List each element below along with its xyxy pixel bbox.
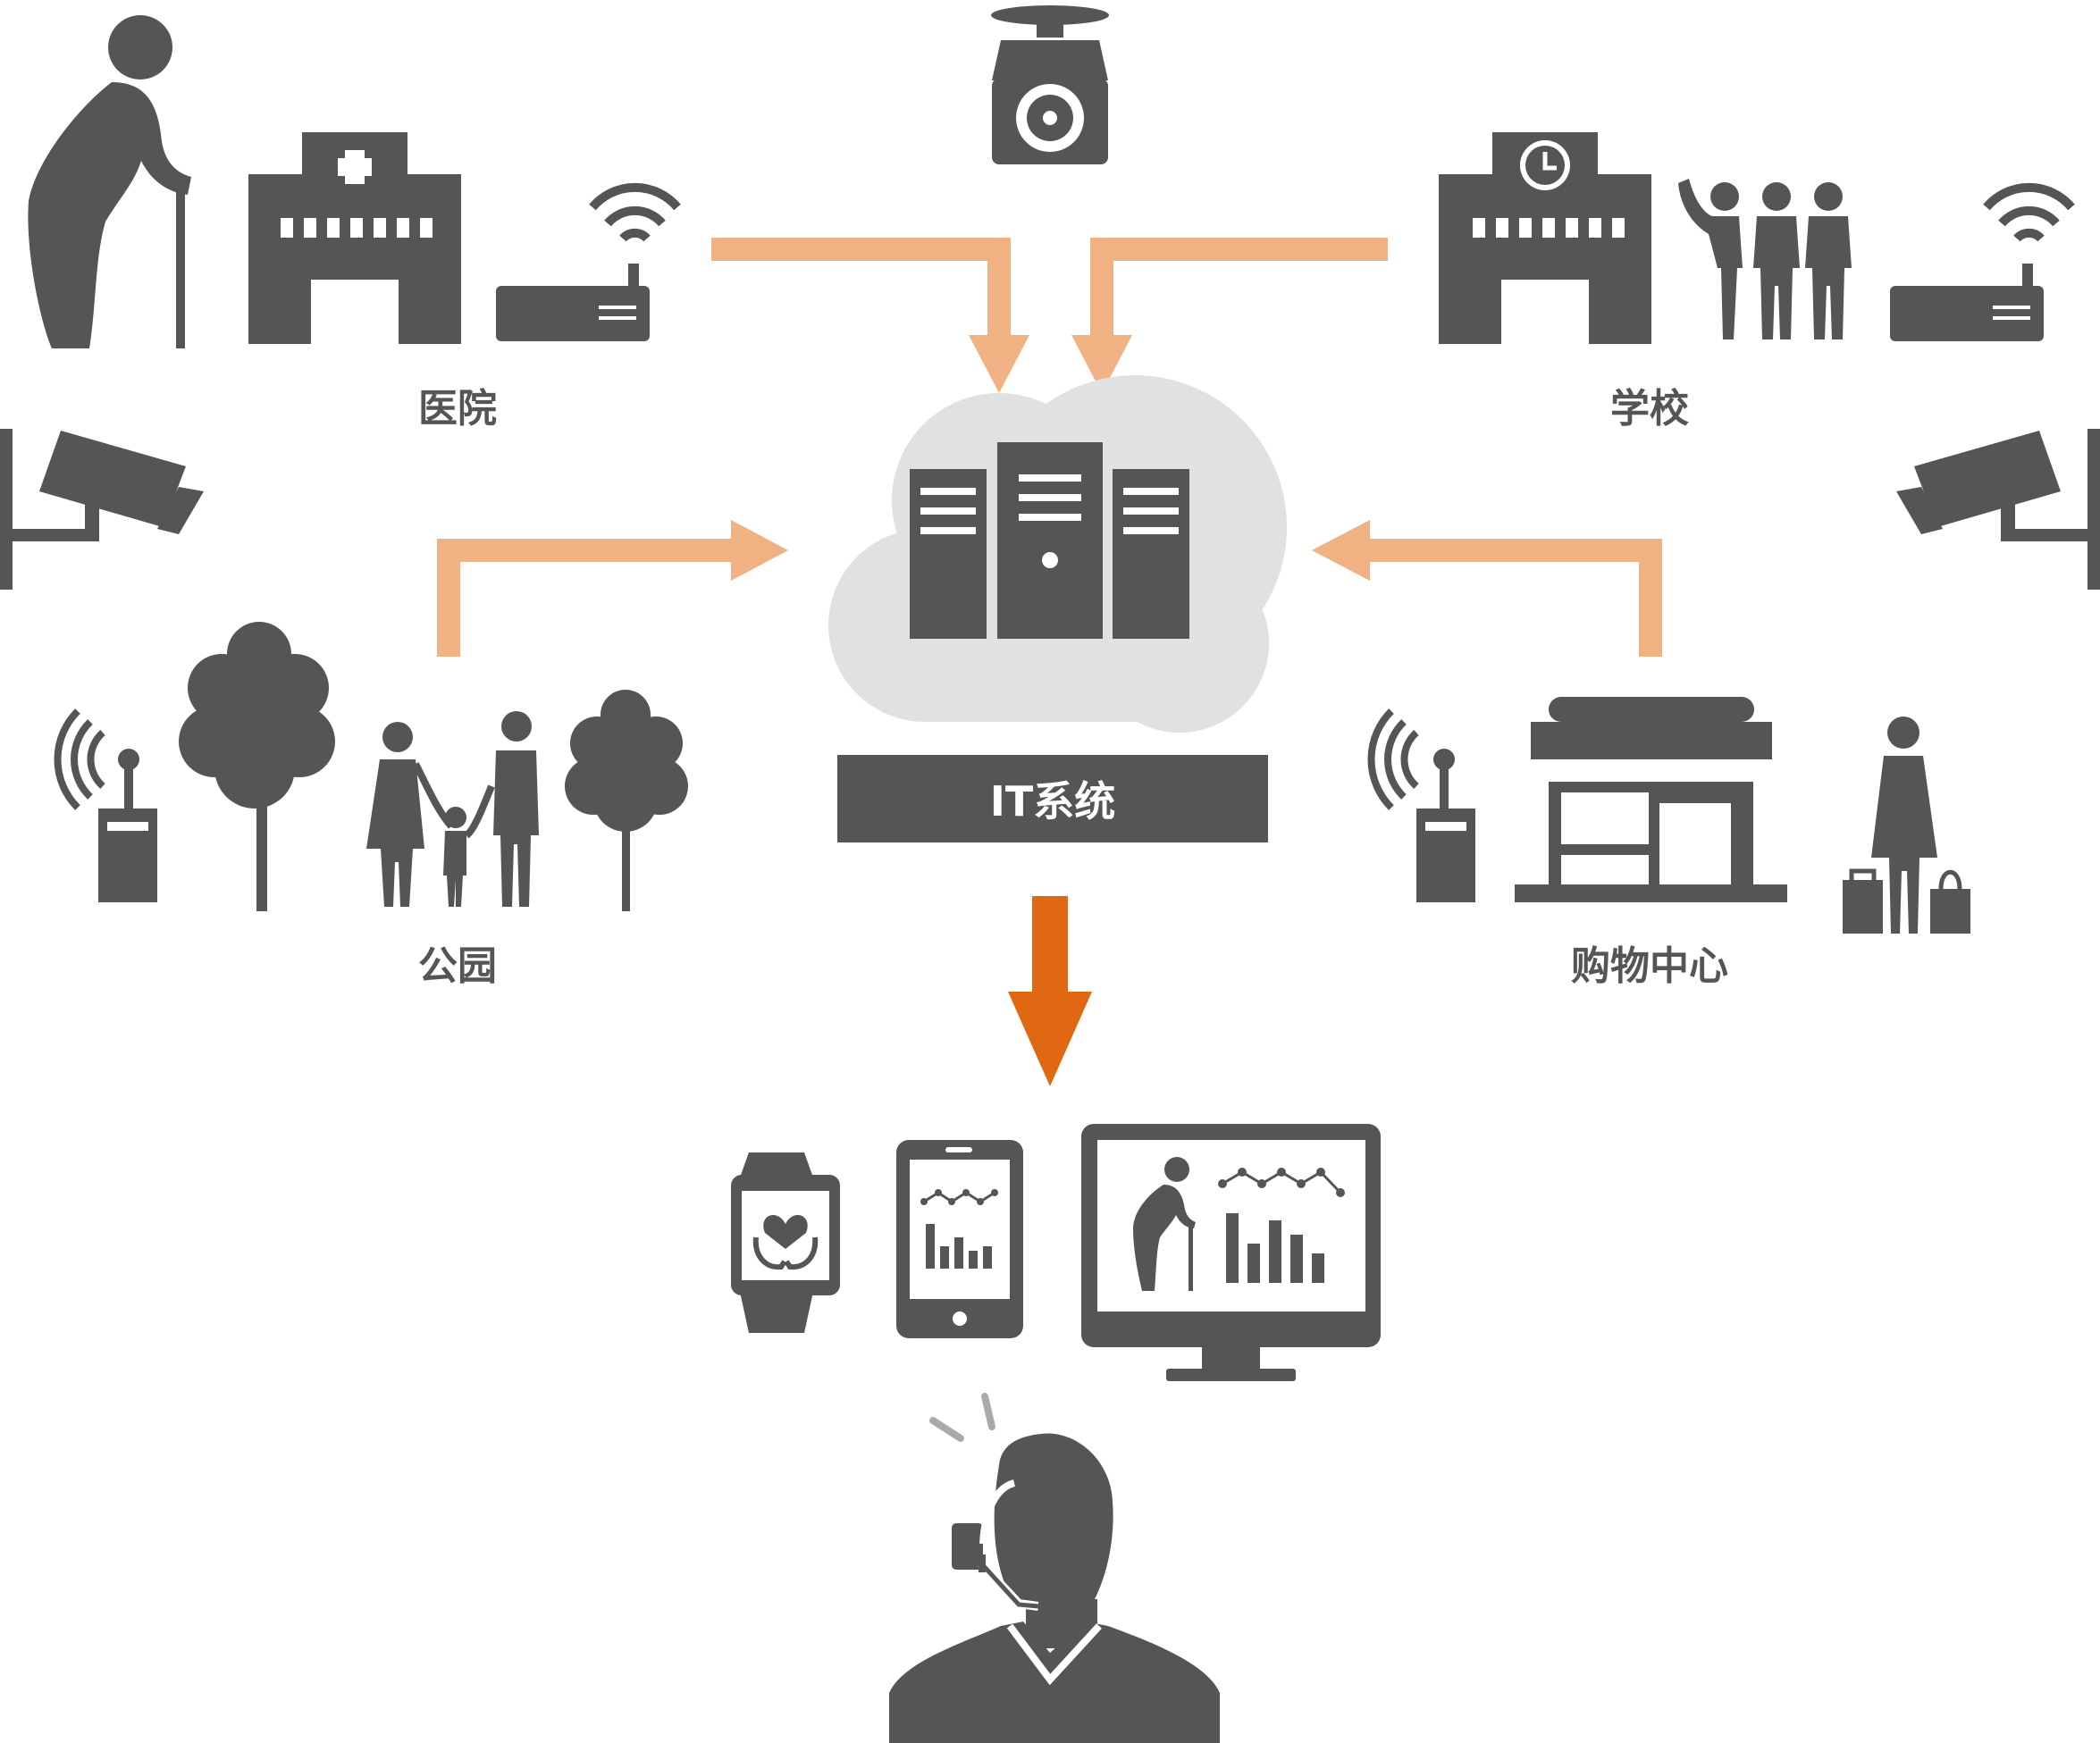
arrow-mall-to-cloud bbox=[1312, 520, 1662, 657]
smartwatch-icon bbox=[731, 1152, 840, 1333]
tree-icon-large bbox=[179, 622, 335, 911]
arrow-hospital-to-cloud bbox=[711, 238, 1029, 393]
operator-headset-icon bbox=[889, 1433, 1220, 1743]
school-building-icon bbox=[1439, 132, 1651, 344]
hospital-building-icon bbox=[248, 132, 461, 344]
family-icon bbox=[366, 711, 539, 907]
tree-icon-small bbox=[565, 690, 688, 911]
radio-sensor-icon-left bbox=[54, 708, 157, 902]
monitor-icon bbox=[1081, 1124, 1381, 1381]
shopper-icon bbox=[1843, 716, 1970, 934]
label-school: 学校 bbox=[1610, 386, 1689, 432]
elderly-person-icon bbox=[28, 15, 191, 348]
security-camera-icon-right bbox=[1896, 429, 2100, 590]
shop-storefront-icon bbox=[1515, 697, 1787, 902]
arrow-park-to-cloud bbox=[437, 520, 788, 657]
security-camera-icon-left bbox=[0, 429, 204, 590]
alert-spark-icon bbox=[929, 1393, 995, 1442]
wifi-router-icon-right bbox=[1890, 182, 2075, 341]
label-hospital: 医院 bbox=[418, 386, 497, 432]
radio-sensor-icon-right bbox=[1367, 708, 1475, 902]
smartphone-icon bbox=[896, 1140, 1023, 1338]
students-group-icon bbox=[1678, 179, 1852, 339]
label-it-system: IT系统 bbox=[989, 777, 1116, 825]
label-park: 公园 bbox=[418, 943, 497, 989]
dome-camera-icon bbox=[991, 5, 1109, 164]
server-rack-icon bbox=[910, 442, 1189, 639]
it-system-bar bbox=[837, 755, 1268, 842]
arrow-school-to-cloud bbox=[1071, 238, 1388, 393]
arrow-system-to-devices bbox=[1008, 896, 1092, 1086]
label-mall: 购物中心 bbox=[1571, 943, 1728, 989]
wifi-router-icon bbox=[496, 182, 681, 341]
